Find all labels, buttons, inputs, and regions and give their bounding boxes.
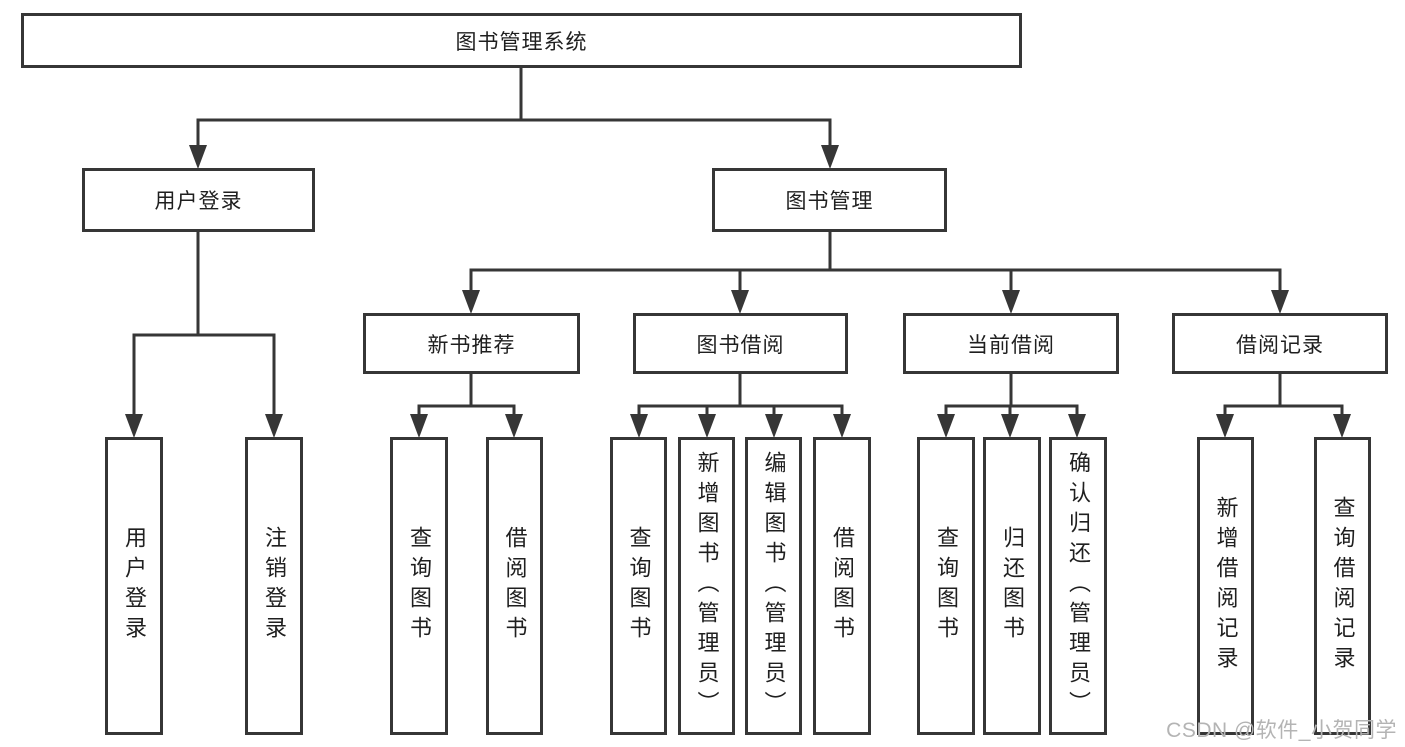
node-query-books-recommend: 查询图书 (390, 437, 448, 735)
node-current-borrowing: 当前借阅 (903, 313, 1119, 374)
node-label: 查询图书 (407, 526, 432, 646)
node-label: 新增借阅记录 (1213, 496, 1239, 676)
node-book-management: 图书管理 (712, 168, 947, 232)
node-query-books-borrowing: 查询图书 (610, 437, 667, 735)
node-user-login-module: 用户登录 (82, 168, 315, 232)
arrowhead-icon (265, 414, 283, 438)
node-system-root: 图书管理系统 (21, 13, 1022, 68)
arrowhead-icon (765, 414, 783, 438)
arrowhead-icon (410, 414, 428, 438)
node-new-book-recommend: 新书推荐 (363, 313, 580, 374)
arrowhead-icon (937, 414, 955, 438)
node-label: 借阅图书 (502, 526, 528, 646)
arrowhead-icon (731, 290, 749, 314)
arrowhead-icon (1271, 290, 1289, 314)
node-label: 注销登录 (262, 526, 287, 646)
node-logout-leaf: 注销登录 (245, 437, 303, 735)
watermark: CSDN @软件_小贺同学 (1166, 719, 1397, 742)
node-query-borrow-record: 查询借阅记录 (1314, 437, 1371, 735)
node-label: 查询借阅记录 (1330, 496, 1356, 676)
node-book-borrowing: 图书借阅 (633, 313, 848, 374)
arrowhead-icon (125, 414, 143, 438)
node-label: 用户登录 (122, 526, 147, 646)
arrowhead-icon (1333, 414, 1351, 438)
arrowhead-icon (505, 414, 523, 438)
node-label: 借阅记录 (1236, 333, 1324, 357)
node-add-borrow-record: 新增借阅记录 (1197, 437, 1254, 735)
node-borrow-books-recommend: 借阅图书 (486, 437, 543, 735)
node-label: 图书管理系统 (455, 30, 588, 54)
arrowhead-icon (1068, 414, 1086, 438)
arrowhead-icon (1002, 290, 1020, 314)
node-label: 图书管理 (785, 190, 874, 213)
arrowhead-icon (1001, 414, 1019, 438)
arrowhead-icon (462, 290, 480, 314)
node-confirm-return-admin: 确认归还（管理员） (1049, 437, 1107, 735)
arrowhead-icon (630, 414, 648, 438)
node-user-login-leaf: 用户登录 (105, 437, 163, 735)
arrowhead-icon (821, 145, 839, 169)
node-query-books-current: 查询图书 (917, 437, 975, 735)
arrowhead-icon (1216, 414, 1234, 438)
node-label: 新书推荐 (427, 333, 516, 357)
node-label: 新增图书（管理员） (694, 451, 720, 721)
node-label: 图书借阅 (696, 333, 785, 357)
node-label: 归还图书 (1000, 526, 1025, 646)
node-label: 编辑图书（管理员） (761, 451, 787, 721)
node-borrow-books-borrowing: 借阅图书 (813, 437, 871, 735)
node-borrowing-records: 借阅记录 (1172, 313, 1388, 374)
node-label: 当前借阅 (967, 333, 1055, 357)
node-label: 查询图书 (626, 526, 652, 646)
node-return-books: 归还图书 (983, 437, 1041, 735)
node-add-books-admin: 新增图书（管理员） (678, 437, 735, 735)
arrowhead-icon (833, 414, 851, 438)
node-label: 确认归还（管理员） (1066, 451, 1091, 721)
arrowhead-icon (189, 145, 207, 169)
node-label: 查询图书 (934, 526, 959, 646)
node-edit-books-admin: 编辑图书（管理员） (745, 437, 802, 735)
node-label: 用户登录 (154, 190, 243, 213)
arrowhead-icon (698, 414, 716, 438)
node-label: 借阅图书 (830, 526, 855, 646)
